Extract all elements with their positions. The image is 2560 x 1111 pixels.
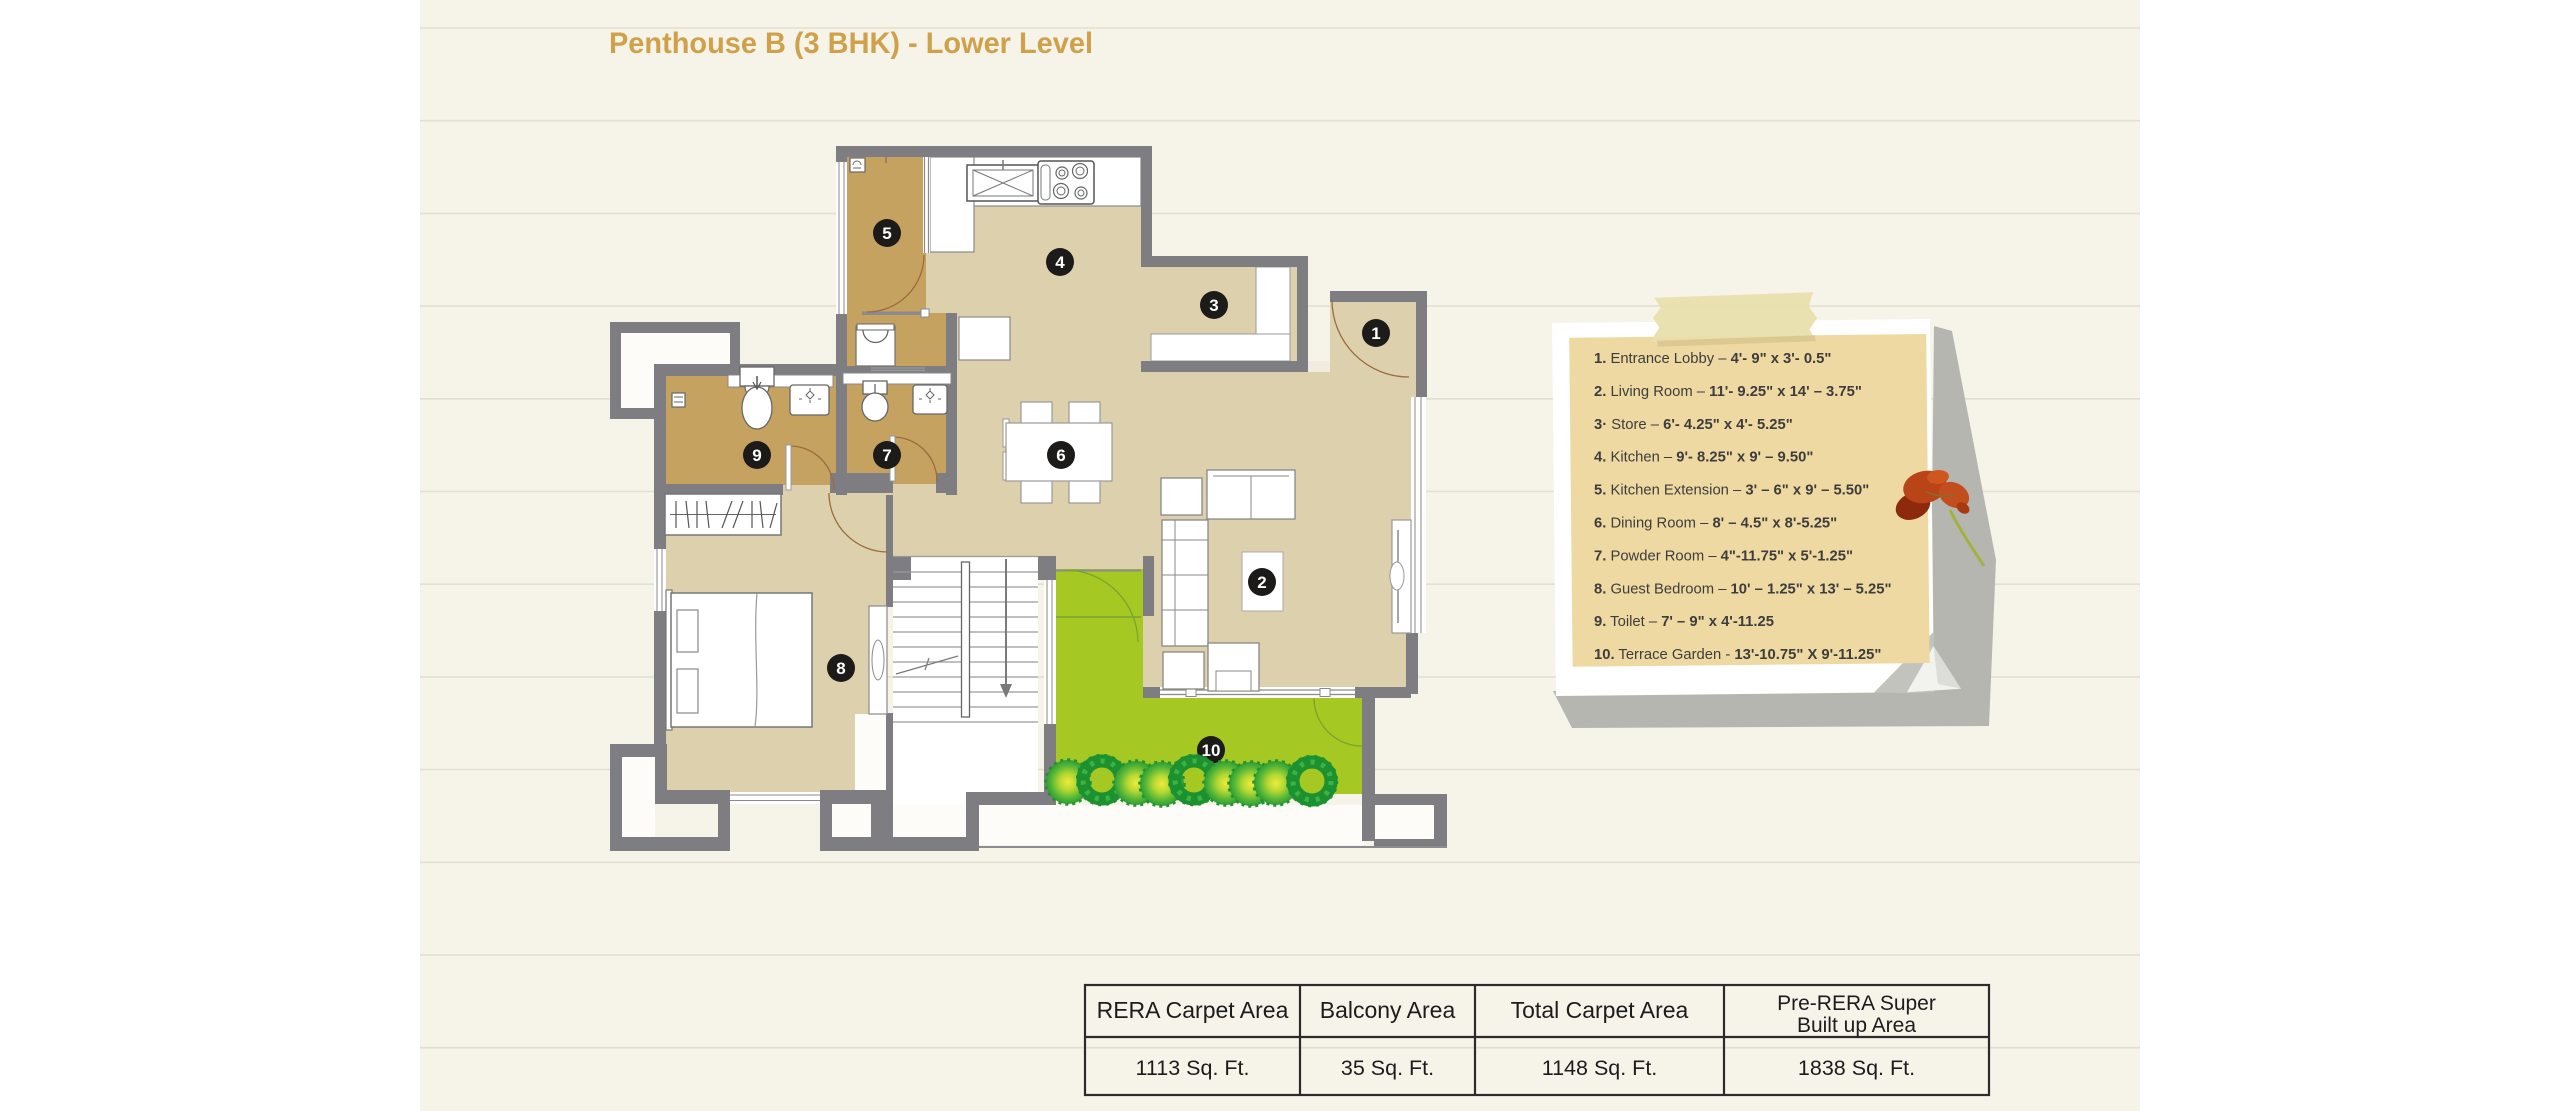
svg-text:7: 7 <box>882 446 891 465</box>
svg-text:4. Kitchen – 9'- 8.25" x 9' –: 4. Kitchen – 9'- 8.25" x 9' – 9.50" <box>1594 450 1813 466</box>
svg-text:2: 2 <box>1257 573 1266 592</box>
svg-text:Total Carpet Area: Total Carpet Area <box>1511 997 1689 1023</box>
svg-text:9: 9 <box>752 446 761 465</box>
svg-text:7. Powder Room – 4"-11.75" x 5: 7. Powder Room – 4"-11.75" x 5'-1.25" <box>1594 548 1853 564</box>
svg-text:Pre-RERA Super: Pre-RERA Super <box>1777 992 1936 1015</box>
svg-text:8. Guest Bedroom – 10' – 1.25": 8. Guest Bedroom – 10' – 1.25" x 13' – 5… <box>1594 581 1892 597</box>
svg-text:3· Store – 6'- 4.25" x 4'- 5.2: 3· Store – 6'- 4.25" x 4'- 5.25" <box>1594 417 1793 433</box>
svg-text:1838 Sq. Ft.: 1838 Sq. Ft. <box>1798 1056 1915 1080</box>
svg-text:RERA Carpet Area: RERA Carpet Area <box>1097 997 1289 1023</box>
svg-text:1113 Sq. Ft.: 1113 Sq. Ft. <box>1136 1056 1250 1080</box>
svg-text:3: 3 <box>1209 296 1218 315</box>
svg-text:35 Sq. Ft.: 35 Sq. Ft. <box>1341 1056 1434 1080</box>
svg-text:4: 4 <box>1055 253 1065 272</box>
svg-text:1: 1 <box>1371 324 1380 343</box>
svg-text:1. Entrance Lobby – 4'- 9" x 3: 1. Entrance Lobby – 4'- 9" x 3'- 0.5" <box>1594 351 1831 367</box>
svg-text:9. Toilet – 7' – 9" x 4'-11.25: 9. Toilet – 7' – 9" x 4'-11.25 <box>1594 614 1774 630</box>
svg-text:5. Kitchen Extension – 3' – 6": 5. Kitchen Extension – 3' – 6" x 9' – 5.… <box>1594 483 1869 499</box>
svg-text:8: 8 <box>836 659 845 678</box>
svg-text:6: 6 <box>1056 446 1065 465</box>
svg-text:Penthouse B (3 BHK) - Lower Le: Penthouse B (3 BHK) - Lower Level <box>609 27 1093 60</box>
svg-text:Balcony Area: Balcony Area <box>1320 997 1456 1023</box>
svg-text:10. Terrace Garden - 13'-10.75: 10. Terrace Garden - 13'-10.75" X 9'-11.… <box>1594 647 1881 663</box>
svg-text:6. Dining Room – 8' – 4.5" x 8: 6. Dining Room – 8' – 4.5" x 8'-5.25" <box>1594 516 1837 532</box>
svg-text:1148 Sq. Ft.: 1148 Sq. Ft. <box>1542 1056 1658 1080</box>
svg-text:Built up Area: Built up Area <box>1797 1014 1916 1037</box>
svg-text:2. Living Room – 11'- 9.25" x: 2. Living Room – 11'- 9.25" x 14' – 3.75… <box>1594 384 1862 400</box>
svg-text:5: 5 <box>882 224 891 243</box>
svg-text:10: 10 <box>1202 741 1221 760</box>
